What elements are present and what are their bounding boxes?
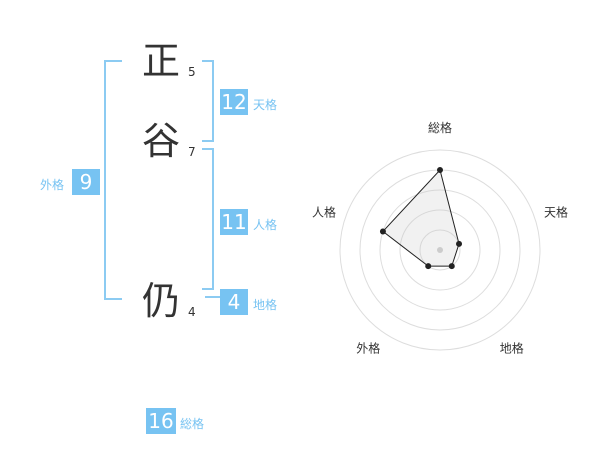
gaikaku-score: 9 [72,169,100,195]
radar-grid-ring [339,149,541,351]
soukaku-score: 16 [146,408,176,434]
chikaku-score: 4 [220,289,248,315]
chikaku-bracket [205,296,220,298]
name-char-3: 仍 [142,279,181,323]
radar-grid-ring [379,189,501,311]
jinkaku-bracket [202,148,214,290]
radar-grid-ring [399,209,481,291]
stroke-count-3: 4 [188,305,196,319]
radar-area [382,168,460,267]
soukaku-label: 総格 [180,417,205,431]
radar-axis-label: 天格 [544,204,568,219]
radar-axis-label: 総格 [428,120,452,135]
gaikaku-label: 外格 [40,178,65,192]
radar-axis-label: 外格 [356,341,380,356]
radar-point [379,228,386,235]
radar-axis-label: 人格 [312,204,336,219]
jinkaku-score: 11 [220,209,248,235]
gaikaku-bracket [104,60,122,300]
jinkaku-label: 人格 [253,218,278,232]
tenkaku-label: 天格 [253,98,278,112]
radar-point [425,263,432,270]
radar-axis-label: 地格 [500,341,524,356]
tenkaku-score: 12 [220,89,248,115]
stroke-count-2: 7 [188,145,196,159]
radar-grid-ring [419,229,461,271]
radar-point [456,240,463,247]
radar-center [437,247,443,253]
stroke-count-1: 5 [188,65,196,79]
name-char-2: 谷 [142,119,181,163]
name-char-1: 正 [142,39,181,83]
chikaku-label: 地格 [253,298,278,312]
radar-point [448,263,455,270]
radar-point [437,167,443,173]
tenkaku-bracket [202,60,214,142]
